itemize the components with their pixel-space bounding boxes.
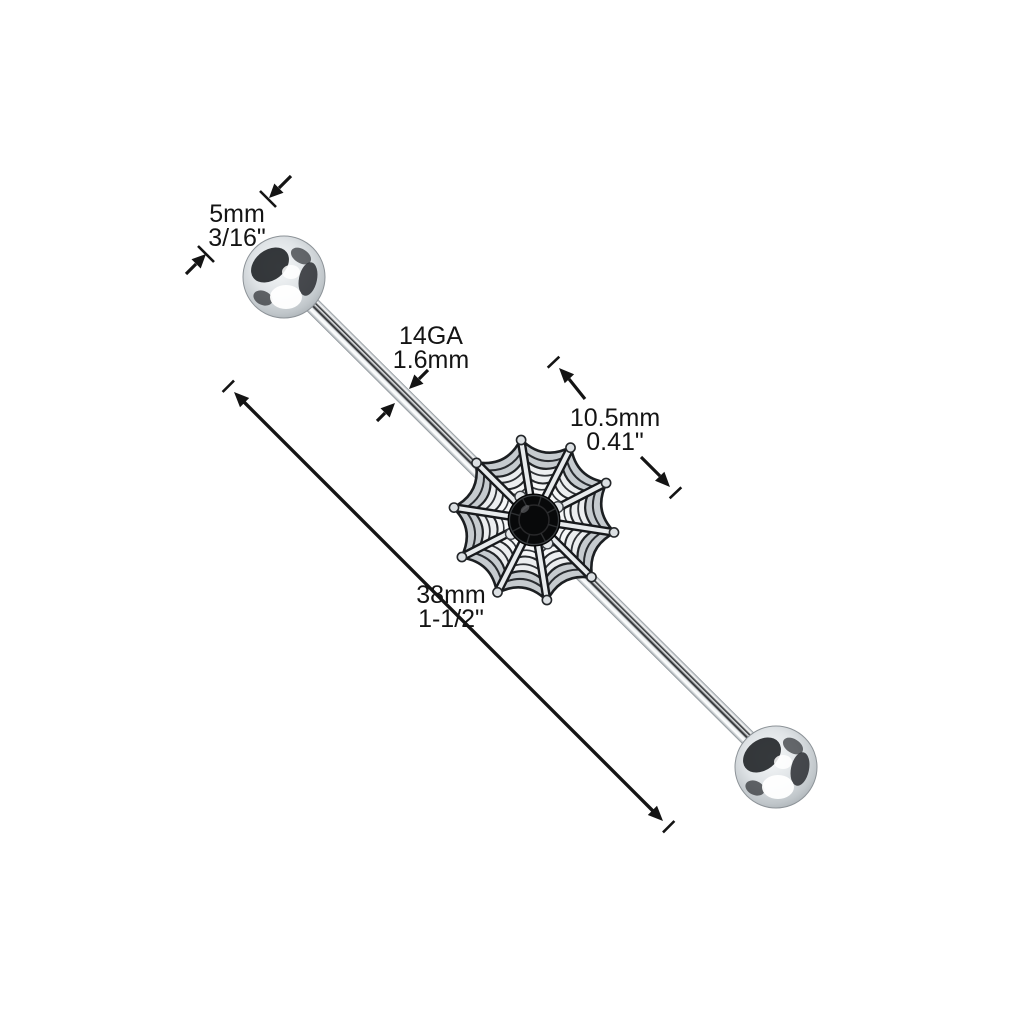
label-bar-length-metric: 38mm [416, 581, 486, 609]
tick [259, 190, 277, 208]
arrowhead [380, 403, 395, 418]
dim-charm-diameter [546, 355, 683, 500]
arrowhead [647, 805, 663, 821]
label-charm-diameter-metric: 10.5mm [569, 404, 661, 432]
label-charm-diameter: 10.5mm 0.41" [530, 404, 700, 456]
tick [662, 820, 676, 834]
tick [546, 355, 561, 369]
dim-bar-length [221, 379, 676, 834]
label-bar-gauge: 14GA 1.6mm [346, 322, 516, 374]
arrowhead [655, 471, 670, 487]
arrowhead [269, 183, 284, 198]
arrow-shaft [417, 368, 430, 381]
tick [221, 379, 235, 393]
dimension-lines [184, 174, 683, 834]
label-ball-diameter-imperial: 3/16" [208, 224, 266, 252]
label-charm-diameter-imperial: 0.41" [586, 428, 644, 456]
bottom-ball [735, 726, 817, 808]
dimension-line [242, 400, 655, 813]
label-bar-length: 38mm 1-1/2" [366, 581, 536, 633]
web-charm [448, 434, 620, 606]
arrow-shaft [639, 455, 662, 478]
dim-ball-diameter [184, 174, 293, 276]
label-ball-diameter-metric: 5mm [209, 200, 265, 228]
dim-bar-gauge [375, 368, 430, 423]
label-bar-gauge-ga: 14GA [399, 322, 463, 350]
arrow-shaft [567, 378, 587, 400]
arrow-shaft [277, 174, 293, 190]
arrowhead [191, 254, 206, 269]
label-bar-gauge-mm: 1.6mm [392, 346, 470, 374]
arrowhead [409, 374, 424, 389]
label-bar-length-imperial: 1-1/2" [418, 605, 484, 633]
arrowhead [234, 392, 250, 408]
tick [668, 486, 683, 500]
label-ball-diameter: 5mm 3/16" [152, 200, 322, 252]
arrow-shaft [375, 411, 387, 423]
arrowhead [559, 368, 575, 384]
arrow-shaft [184, 262, 198, 276]
